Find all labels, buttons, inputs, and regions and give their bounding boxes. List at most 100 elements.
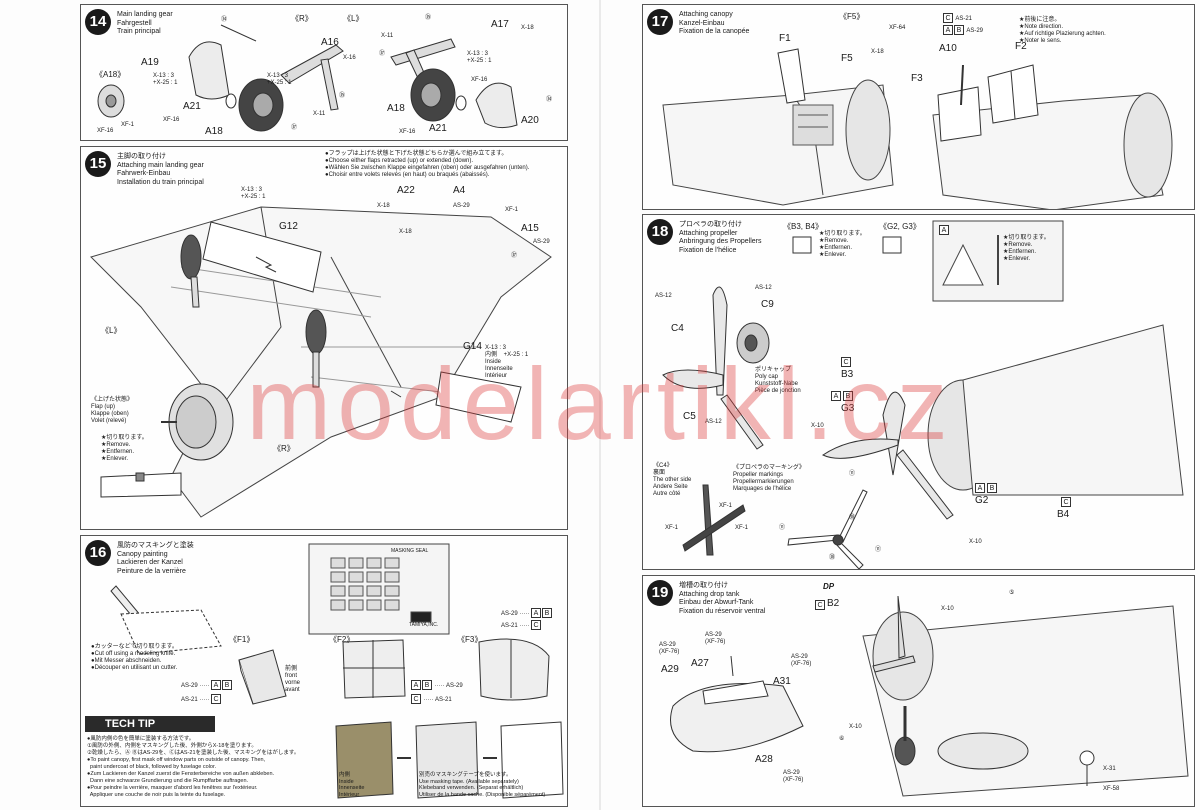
flap-g14 [435, 371, 522, 423]
propeller-marking-view [787, 489, 868, 569]
c4-other-side: 《C4》 裏面 The other side Andere Seite Autr… [653, 463, 692, 497]
gear-strut-right [305, 309, 327, 388]
label-sheet-title: MASKING SEAL [391, 548, 429, 554]
label-x10-b: X-10 [969, 539, 982, 545]
label-xf58: XF-58 [1103, 786, 1120, 792]
label-a31: A31 [773, 676, 791, 687]
strut-right [220, 24, 344, 111]
label-f1: 《F1》 [229, 635, 255, 644]
flap-up-label: 《上げた状態》 Flap (up) Klappe (oben) Volet (r… [91, 397, 134, 424]
label-a17: A17 [491, 19, 509, 30]
label-g2: G2 [975, 495, 989, 506]
drop-tank-exploded [670, 655, 804, 753]
label-a18-a: A18 [205, 126, 223, 137]
label-g2g3: 《G2, G3》 [879, 222, 921, 231]
canopy-frame-f1 [777, 48, 806, 104]
step-18-panel: 18 プロペラの取り付け Attaching propeller Anbring… [642, 214, 1195, 570]
label-x18-a: X-18 [377, 203, 390, 209]
label-6: ⑥ [839, 736, 845, 742]
propeller-c4-other-side [682, 484, 746, 556]
step-17-number: 17 [647, 9, 673, 35]
techtip-canopy-sequence [335, 721, 564, 799]
cut-note: ★切り取ります。 ★Remove. ★Entfernen. ★Enlever. [101, 435, 148, 462]
label-xf1-b: XF-1 [665, 525, 679, 531]
as21-row-f1: AS-21 ····· C [181, 694, 222, 704]
box-c-b4: C [1061, 497, 1071, 507]
label-l: 《L》 [101, 326, 122, 335]
label-xf64: XF-64 [889, 25, 906, 31]
label-x10-b: X-10 [849, 724, 862, 730]
landing-gear-19 [894, 706, 916, 766]
gear-strut-left [180, 234, 202, 308]
step-16-title: 風防のマスキングと塗装 Canopy painting Lackieren de… [117, 542, 194, 575]
step-14-number: 14 [85, 9, 111, 35]
label-xf1-a: XF-1 [719, 503, 733, 509]
label-b2: B2 [827, 598, 840, 609]
label-as29-a: AS-29 (XF-76) [705, 632, 726, 645]
aircraft-underside [862, 605, 1189, 797]
step-16-number: 16 [85, 540, 111, 566]
techtip-body: ●風防内側の色を簡単に塗装する方法です。 ①風防の外側、内側をマスキングした後、… [87, 736, 300, 798]
label-37: ㊲ [511, 253, 518, 259]
label-a15: A15 [521, 223, 539, 234]
direction-note: ★前後に注意。 ★Note direction. ★Auf richtige P… [1019, 17, 1106, 44]
engine-cowling [161, 383, 234, 461]
step-18-title: プロペラの取り付け Attaching propeller Anbringung… [679, 221, 762, 254]
label-sheet-brand: TAMIYA,INC. [409, 622, 439, 628]
label-r: 《R》 [273, 444, 295, 453]
label-a20: A20 [521, 115, 539, 126]
antenna-a10 [960, 64, 964, 106]
label-b3: B3 [841, 369, 854, 380]
wheel-a18-reference [97, 84, 125, 118]
label-f5-ref: 《F5》 [839, 12, 865, 21]
label-x10-a: X-10 [811, 423, 824, 429]
label-g12: G12 [279, 221, 298, 232]
label-mix-2: X-13 : 3 +X-25 : 1 [267, 73, 292, 86]
as21-row-f2: C ····· AS-21 [411, 694, 452, 704]
label-37-b: ㊲ [379, 51, 386, 57]
inset-cut-detail [932, 220, 1064, 302]
label-38-a: ㊳ [849, 515, 856, 521]
step-15-panel: 15 主脚の取り付け Attaching main landing gear F… [80, 146, 568, 530]
label-a27: A27 [691, 658, 709, 669]
step-17-title: Attaching canopy Kanzel-Einbau Fixation … [679, 11, 750, 35]
step-15-flap-note: ●フラップは上げた状態と下げた状態どちらか選んで組み立てます。 ●Choose … [325, 151, 530, 178]
label-r: 《R》 [291, 14, 313, 23]
step-19-number: 19 [647, 580, 673, 606]
label-38-b: ㊳ [829, 555, 836, 561]
step-14-drawing [97, 24, 518, 132]
label-x16: X-16 [343, 55, 356, 61]
propeller-exploded [662, 286, 770, 450]
techtip-tape-note: 別売のマスキングテープを使います。 Use masking tape. (Ava… [419, 772, 546, 798]
part-g2g3-detail [882, 236, 902, 254]
page-fold [599, 0, 601, 810]
label-b3b4: 《B3, B4》 [783, 222, 824, 231]
wheel-right [225, 78, 284, 132]
label-11-b: ⑪ [779, 525, 786, 531]
label-mix-top: X-13 : 3 +X-25 : 1 [241, 187, 266, 200]
label-c9: C9 [761, 299, 774, 310]
label-g3: G3 [841, 403, 855, 414]
label-34-a: ㉞ [221, 17, 228, 23]
canopy-f3-piece [937, 86, 982, 142]
step-19-title: 増槽の取り付け Attaching drop tank Einbau der A… [679, 582, 766, 615]
propeller-19 [872, 595, 916, 673]
row-as21: C AS-21 [943, 13, 972, 23]
cut-note-inset: ★切り取ります。 ★Remove. ★Entfernen. ★Enlever. [1003, 235, 1050, 262]
box-b-g3: B [843, 391, 853, 401]
label-11-c: ⑪ [875, 547, 882, 553]
label-as29-d: AS-29 (XF-76) [783, 770, 804, 783]
step-17-panel: 17 Attaching canopy Kanzel-Einbau Fixati… [642, 4, 1195, 210]
step-15-drawing [90, 206, 552, 518]
label-a21-b: A21 [429, 123, 447, 134]
label-a18-b: A18 [387, 103, 405, 114]
label-c4: C4 [671, 323, 684, 334]
box-c-b2: C [815, 600, 825, 610]
label-xf1-c: XF-1 [735, 525, 749, 531]
gear-door-left [475, 82, 518, 129]
label-mix-3: X-13 : 3 +X-25 : 1 [467, 51, 492, 64]
inset-box-a: A [939, 225, 949, 235]
cut-note-b: ★切り取ります。 ★Remove. ★Entfernen. ★Enlever. [819, 231, 866, 258]
